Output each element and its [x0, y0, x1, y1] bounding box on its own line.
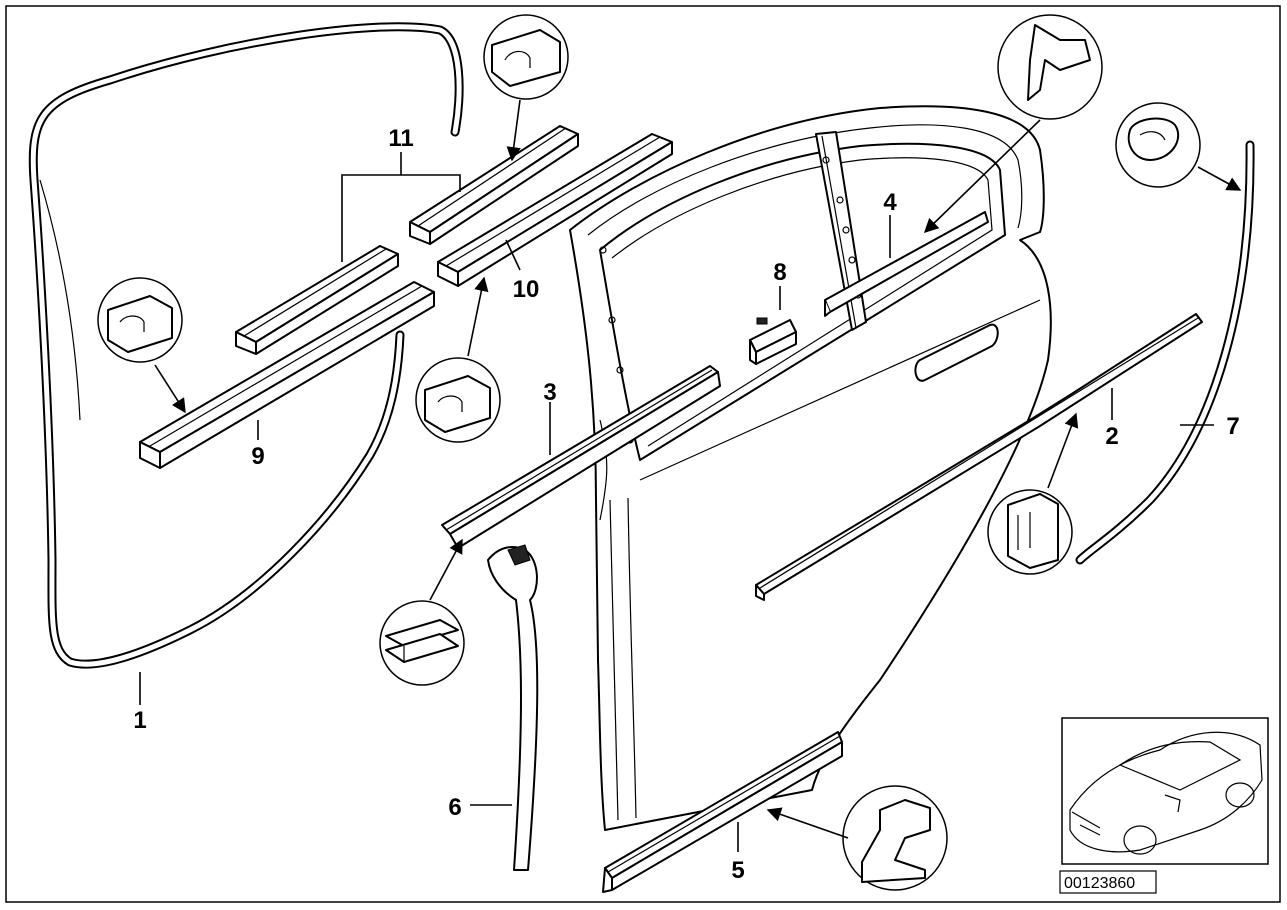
detail-circle-middle [415, 357, 501, 443]
pillar-seal-part-6 [470, 544, 539, 871]
detail-arrow-bottom [766, 807, 849, 839]
detail-arrow-middle [467, 276, 489, 357]
callout-9: 9 [251, 443, 264, 470]
callout-6: 6 [448, 794, 461, 821]
clip-part-8 [749, 286, 797, 365]
door-seal-part-7 [1075, 140, 1255, 565]
diagram-code: 00123860 [1064, 875, 1135, 892]
callout-3: 3 [543, 379, 556, 406]
detail-circle-right-lower [987, 489, 1073, 575]
sill-strip-part-5 [602, 731, 843, 893]
callout-2: 2 [1105, 423, 1118, 450]
callout-4: 4 [883, 189, 897, 216]
detail-arrow-left-upper [154, 364, 186, 414]
detail-circle-bottom [842, 785, 948, 891]
detail-circle-far-right [1115, 102, 1201, 188]
detail-arrow-lower-left [429, 538, 463, 601]
callout-8: 8 [773, 259, 786, 286]
detail-arrow-top-right [923, 119, 1041, 234]
channel-strip-part-9 [139, 281, 435, 469]
callout-11: 11 [388, 125, 413, 152]
vehicle-thumbnail [1061, 717, 1269, 865]
window-strip-part-4 [824, 211, 989, 317]
detail-arrow-top-channel [506, 99, 521, 162]
callout-7: 7 [1226, 413, 1239, 440]
detail-circle-top-channel [483, 14, 569, 100]
diagram-code-label: 00123860 [1059, 870, 1157, 894]
detail-arrow-far-right [1197, 166, 1242, 191]
leader-part-10 [505, 239, 521, 271]
channel-strip-part-11-lower [235, 245, 399, 355]
diagram-frame [5, 5, 1281, 903]
belt-molding-part-2 [755, 313, 1203, 601]
detail-circle-lower-left [379, 600, 465, 686]
callout-5: 5 [731, 857, 744, 884]
bracket-part-11 [341, 152, 461, 262]
detail-circle-top-right [997, 14, 1103, 120]
detail-circle-left-upper [97, 277, 183, 363]
callout-1: 1 [133, 707, 146, 734]
window-seal-part-1 [28, 22, 464, 669]
detail-arrow-right-lower [1047, 412, 1079, 489]
callout-10: 10 [513, 276, 540, 303]
